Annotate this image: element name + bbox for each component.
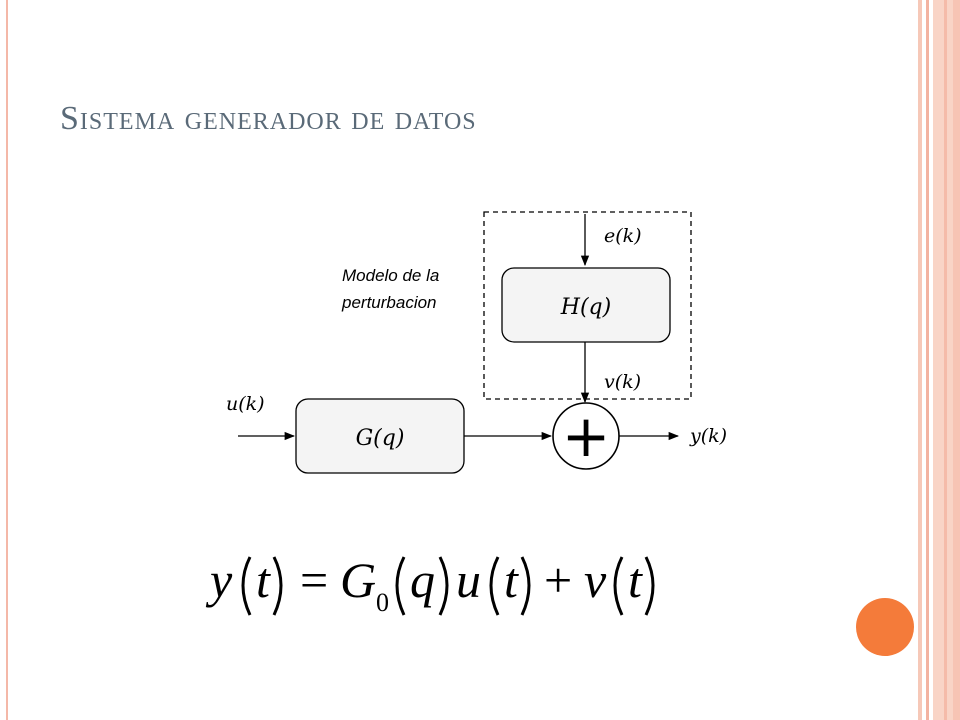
summing-junction-symbol: + <box>562 402 611 470</box>
right-frame-stripe <box>953 0 960 720</box>
slide-title: Sistema generador de datos <box>60 100 477 137</box>
eq-G: G <box>340 552 376 608</box>
eq-v: v <box>584 552 607 608</box>
right-frame-stripe <box>926 0 929 720</box>
left-frame-line <box>6 0 8 720</box>
eq-paren-open <box>489 556 500 616</box>
eq-equals: = <box>300 552 328 608</box>
eq-q: q <box>410 552 435 608</box>
disturbance-label-line1: Modelo de la <box>342 266 439 285</box>
signal-v-label: v(k) <box>604 371 641 393</box>
right-frame-stripe <box>944 0 947 720</box>
eq-paren-close <box>520 556 531 616</box>
block-g-label: G(q) <box>356 426 405 451</box>
eq-paren-open <box>241 556 252 616</box>
eq-t2: t <box>504 552 519 608</box>
eq-paren-open <box>613 556 624 616</box>
signal-y-label: y(k) <box>689 425 727 447</box>
eq-subscript-0: 0 <box>376 588 389 617</box>
signal-e-label: e(k) <box>604 225 642 247</box>
eq-u: u <box>456 552 481 608</box>
eq-paren-open <box>395 556 406 616</box>
decorative-orange-circle <box>856 598 914 656</box>
eq-y: y <box>205 552 233 608</box>
block-h-label: H(q) <box>560 295 611 320</box>
eq-paren-close <box>438 556 449 616</box>
eq-t1: t <box>256 552 271 608</box>
signal-u-label: u(k) <box>226 393 265 415</box>
eq-paren-close <box>272 556 283 616</box>
right-frame-stripe <box>918 0 922 720</box>
eq-t3: t <box>628 552 643 608</box>
eq-plus: + <box>544 552 572 608</box>
output-equation: y t = G 0 q u t + v t <box>205 552 655 617</box>
eq-paren-close <box>644 556 655 616</box>
disturbance-label-line2: perturbacion <box>341 293 437 312</box>
block-h <box>501 267 671 343</box>
